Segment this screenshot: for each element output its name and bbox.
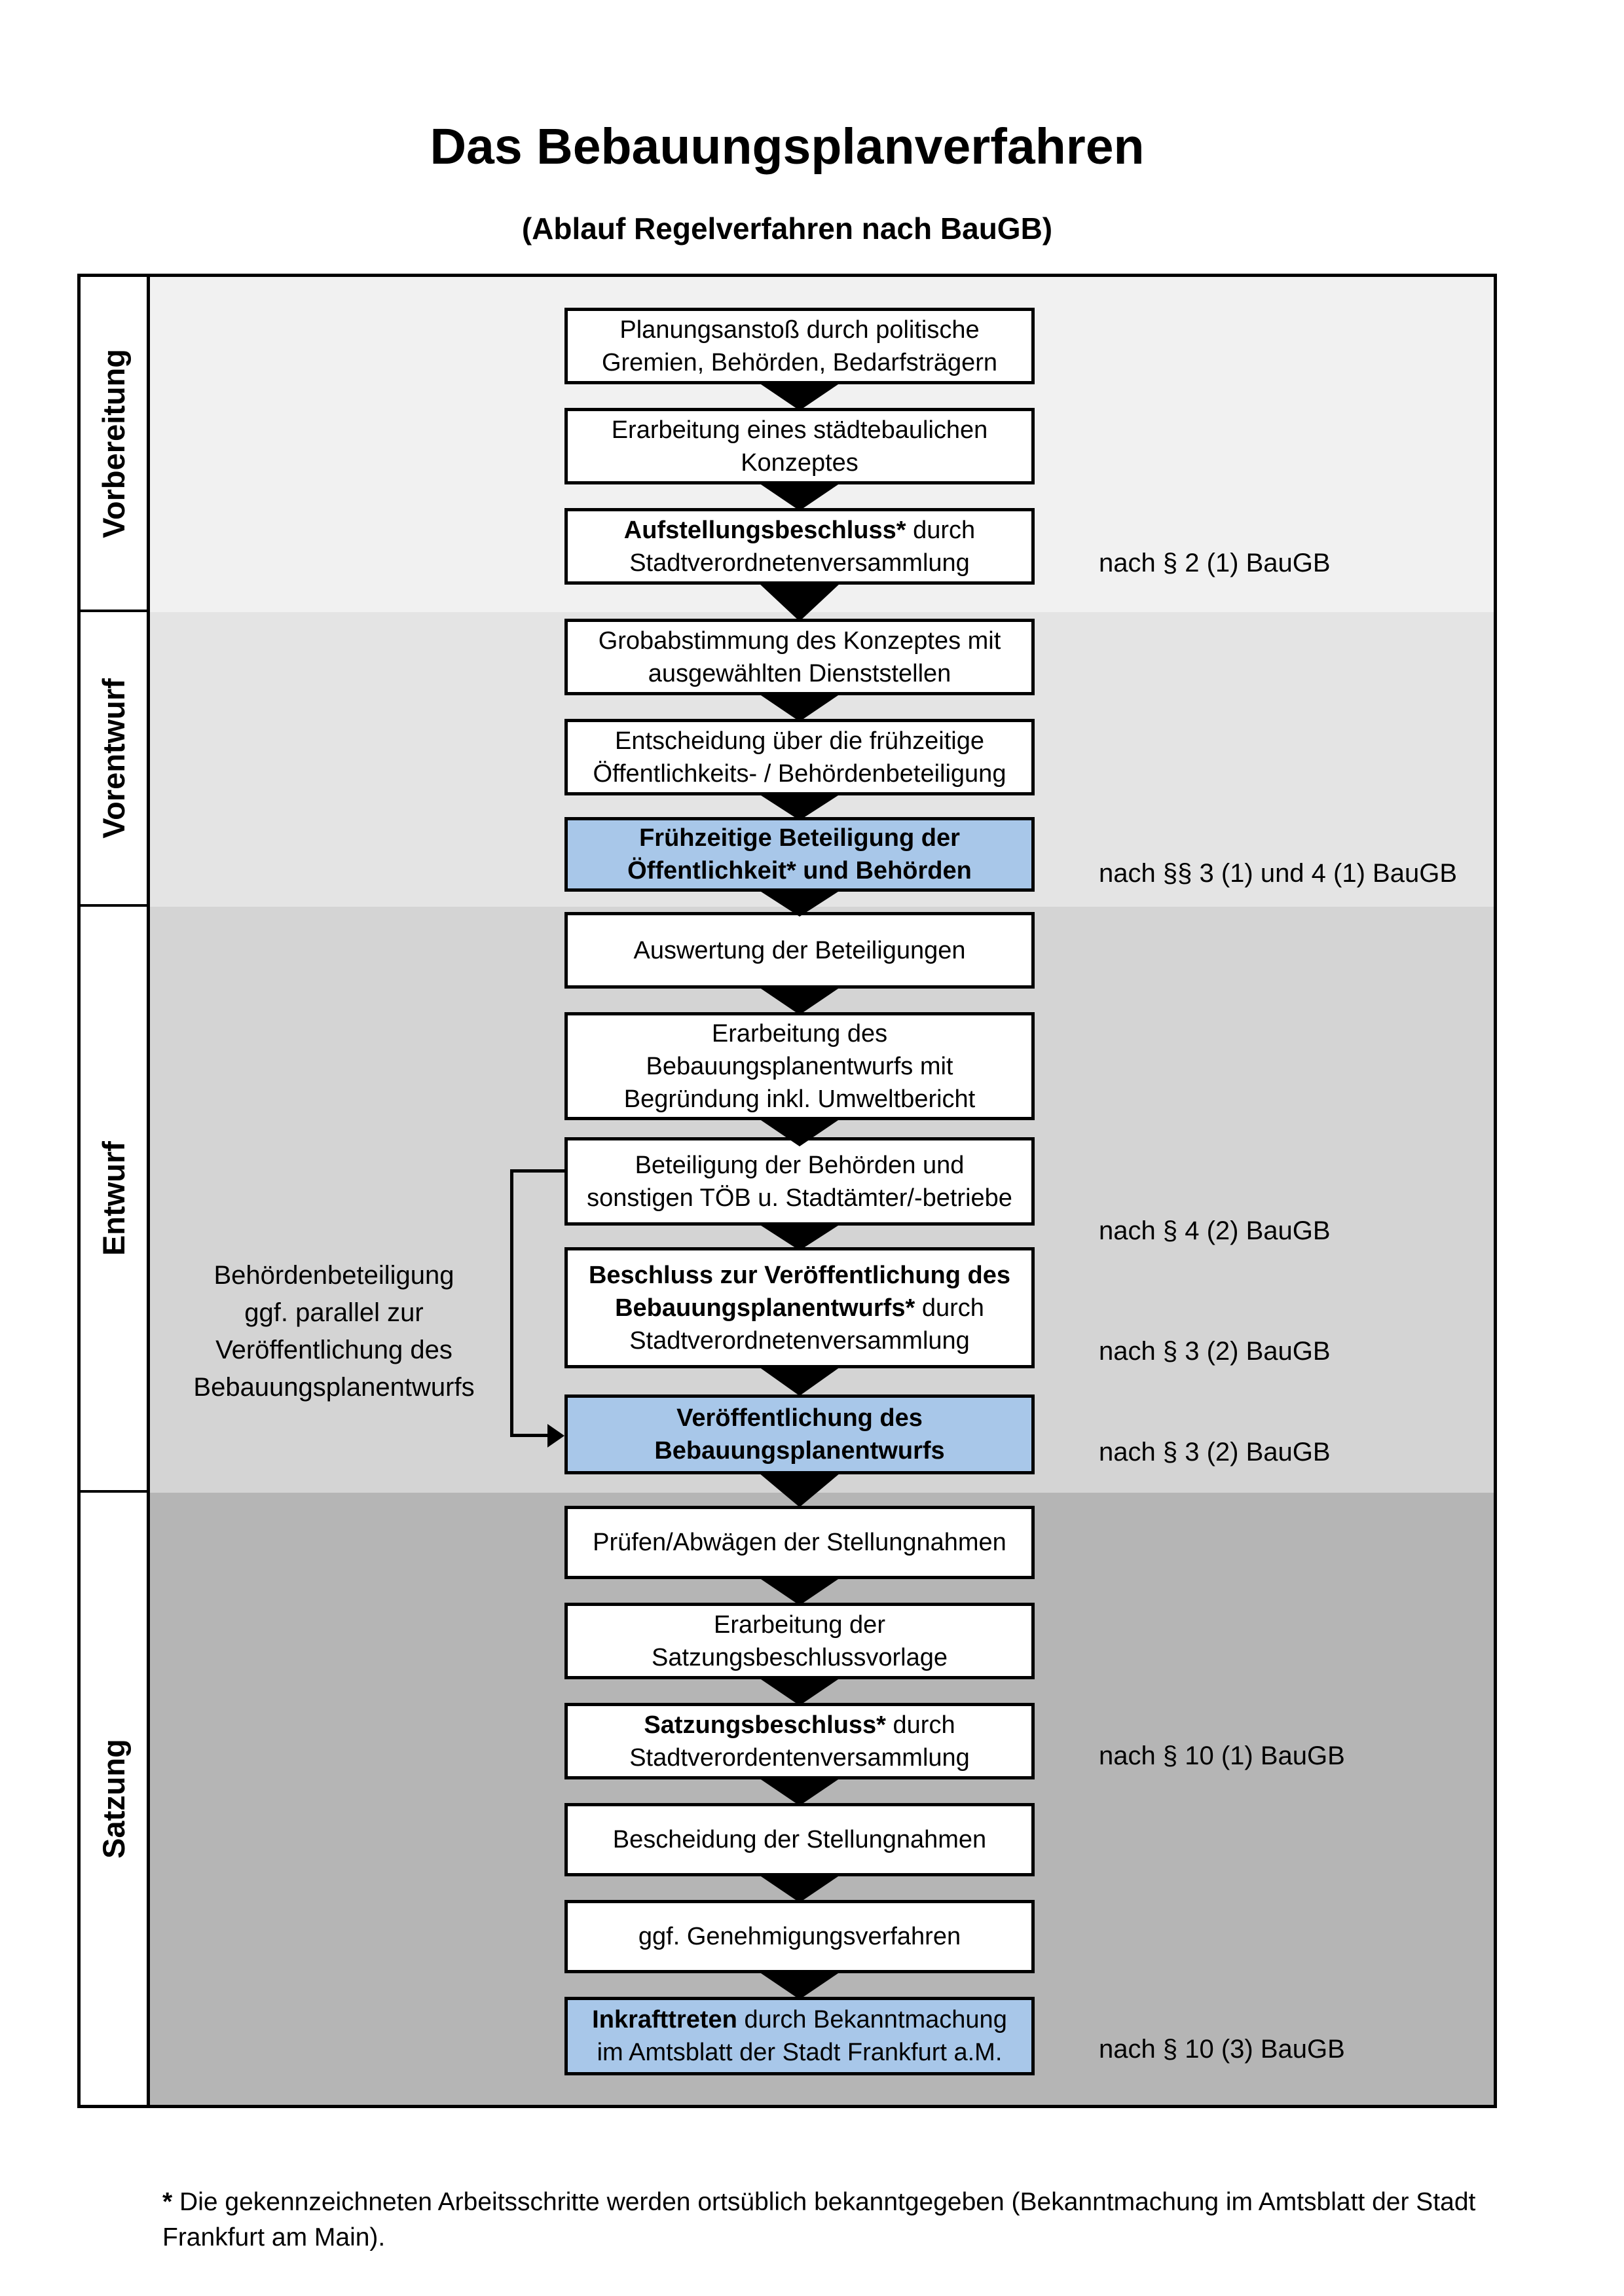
step-box-veroeffentlichung: Veröffentlichung des Bebauungsplanentwur…	[564, 1394, 1035, 1474]
parallel-bracket-vertical	[510, 1169, 513, 1437]
parallel-note: Behördenbeteiligung ggf. parallel zur Ve…	[193, 1261, 475, 1402]
flow-arrow-down	[759, 1367, 840, 1396]
footnote-text: Die gekennzeichneten Arbeitsschritte wer…	[162, 2188, 1476, 2251]
flow-arrow-down	[759, 694, 840, 721]
flow-arrow-down	[759, 1224, 840, 1250]
flow-arrow-down	[759, 1972, 840, 1999]
flow-arrow-down	[759, 383, 840, 410]
step-box-inkrafttreten: Inkrafttreten durch Bekanntmachung im Am…	[564, 1997, 1035, 2075]
footnote-marker: *	[162, 2188, 173, 2216]
legal-ref-fruehzeitige-beteiligung: nach §§ 3 (1) und 4 (1) BauGB	[1099, 859, 1457, 888]
step-box-konzept-erarbeitung: Erarbeitung eines städtebaulichen Konzep…	[564, 408, 1035, 484]
flow-arrow-down	[759, 1473, 840, 1507]
step-box-genehmigungsverfahren: ggf. Genehmigungsverfahren	[564, 1900, 1035, 1973]
page-subtitle: (Ablauf Regelverfahren nach BauGB)	[521, 211, 1053, 246]
flow-arrow-down	[759, 1578, 840, 1605]
flow-arrow-down	[759, 583, 840, 621]
step-box-planungsanstoss: Planungsanstoß durch politische Gremien,…	[564, 308, 1035, 384]
flow-arrow-down	[759, 483, 840, 511]
flow-arrow-down	[759, 1778, 840, 1806]
flow-arrow-down	[759, 1678, 840, 1705]
legal-ref-inkrafttreten: nach § 10 (3) BauGB	[1099, 2035, 1345, 2064]
step-box-satzungsbeschluss: Satzungsbeschluss* durch Stadtverordente…	[564, 1703, 1035, 1779]
legal-ref-veroeffentlichung: nach § 3 (2) BauGB	[1099, 1438, 1331, 1467]
legal-ref-behoerden-beteiligung: nach § 4 (2) BauGB	[1099, 1216, 1331, 1245]
step-box-satzungsvorlage: Erarbeitung der Satzungsbeschlussvorlage	[564, 1603, 1035, 1679]
phase-label-cell-vorentwurf: Vorentwurf	[81, 612, 147, 907]
step-box-entscheidung-beteiligung: Entscheidung über die frühzeitige Öffent…	[564, 719, 1035, 795]
phase-label-cell-entwurf: Entwurf	[81, 907, 147, 1493]
flow-arrow-down	[759, 794, 840, 820]
page-title: Das Bebauungsplanverfahren	[430, 118, 1145, 175]
phase-label-cell-vorbereitung: Vorbereitung	[81, 277, 147, 612]
flow-arrow-down	[759, 1875, 840, 1903]
legal-ref-aufstellungsbeschluss: nach § 2 (1) BauGB	[1099, 549, 1331, 577]
step-box-behoerden-beteiligung: Beteiligung der Behörden und sonstigen T…	[564, 1137, 1035, 1226]
step-box-fruehzeitige-beteiligung: Frühzeitige Beteiligung der Öffentlichke…	[564, 817, 1035, 892]
parallel-arrow-right-icon	[547, 1424, 564, 1448]
parallel-bracket-top	[510, 1169, 564, 1173]
legal-ref-veroeffentlichungs-beschluss: nach § 3 (2) BauGB	[1099, 1337, 1331, 1366]
flowchart-frame	[77, 274, 1497, 2108]
parallel-bracket-bottom	[510, 1434, 547, 1437]
step-box-auswertung: Auswertung der Beteiligungen	[564, 912, 1035, 989]
step-box-bescheidung: Bescheidung der Stellungnahmen	[564, 1803, 1035, 1876]
flow-arrow-down	[759, 1119, 840, 1146]
flow-arrow-down	[759, 890, 840, 917]
flow-arrow-down	[759, 987, 840, 1015]
step-box-pruefen-abwaegen: Prüfen/Abwägen der Stellungnahmen	[564, 1506, 1035, 1579]
step-box-veroeffentlichungs-beschluss: Beschluss zur Veröffentlichung des Bebau…	[564, 1247, 1035, 1368]
footnote: * Die gekennzeichneten Arbeitsschritte w…	[162, 2149, 1531, 2255]
phase-label-column	[81, 277, 150, 2105]
step-box-grobabstimmung: Grobabstimmung des Konzeptes mit ausgewä…	[564, 619, 1035, 695]
step-box-entwurf-erarbeitung: Erarbeitung des Bebauungsplanentwurfs mi…	[564, 1012, 1035, 1120]
legal-ref-satzungsbeschluss: nach § 10 (1) BauGB	[1099, 1741, 1345, 1770]
step-box-aufstellungsbeschluss: Aufstellungsbeschluss* durch Stadtverord…	[564, 508, 1035, 585]
